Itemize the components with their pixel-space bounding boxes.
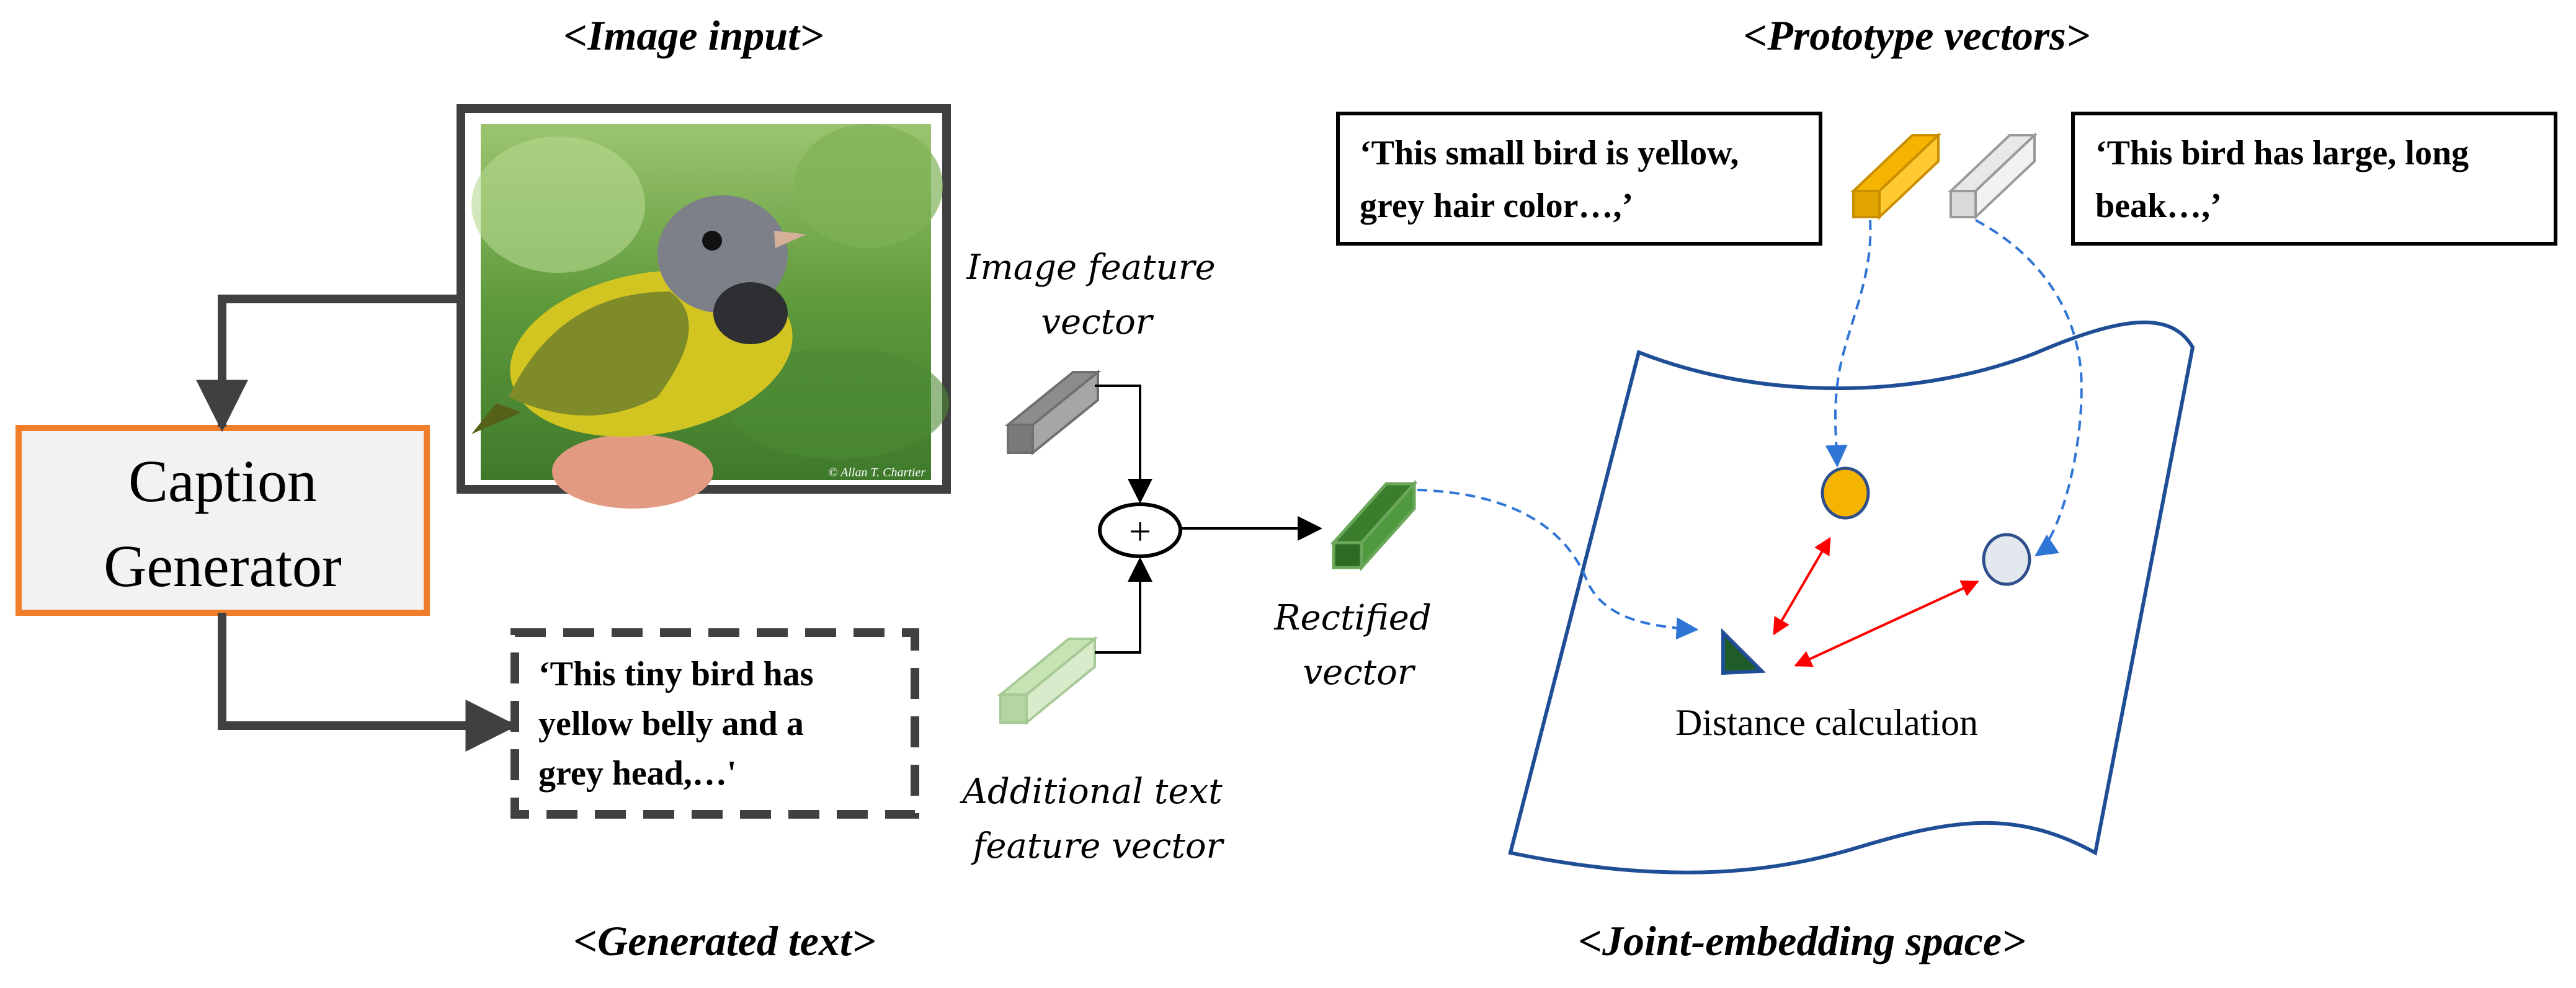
rectified-label: Rectified vector <box>1273 598 1442 693</box>
projection-arrow-grey <box>1975 219 2083 557</box>
prototype-vector-yellow-cube <box>1850 132 1942 220</box>
caption-generator-box: Caption Generator <box>16 425 430 616</box>
prototype-vector-grey-cube <box>1947 132 2038 220</box>
caption-generator-line2: Generator <box>104 533 342 599</box>
projection-arrow-yellow <box>1825 220 1872 468</box>
additional-text-label: Additional text feature vector <box>960 772 1234 866</box>
embedded-rectified-point <box>1721 628 1766 675</box>
distance-calculation-label: Distance calculation <box>1675 702 1978 743</box>
section-title-generated-text: <Generated text> <box>573 917 875 964</box>
prototype-text-left-box: ‘This small bird is yellow, grey hair co… <box>1336 112 1822 246</box>
arrow-image-feature-to-sum <box>1095 385 1152 504</box>
photo-credit: © Allan T. Chartier <box>828 466 925 479</box>
distance-arrow-grey <box>1794 580 1979 667</box>
arrow-generator-to-text <box>218 613 518 752</box>
prototype-text-right: ‘This bird has large, long beak…,’ <box>2095 134 2477 225</box>
plus-sign: + <box>1129 509 1151 553</box>
section-title-image-input: <Image input> <box>563 12 823 59</box>
bird-photo: © Allan T. Chartier <box>457 104 951 509</box>
section-title-prototype-vectors: <Prototype vectors> <box>1743 12 2090 59</box>
embedded-prototype-grey <box>1982 533 2031 586</box>
prototype-text-left: ‘This small bird is yellow, grey hair co… <box>1360 134 1747 225</box>
arrow-text-feature-to-sum <box>1095 557 1152 654</box>
arrow-image-to-generator <box>196 295 461 432</box>
joint-embedding-surface <box>1508 320 2195 875</box>
embedded-prototype-yellow <box>1821 466 1870 520</box>
projection-arrow-rectified <box>1417 489 1699 640</box>
image-feature-label: Image feature vector <box>966 247 1227 342</box>
generated-text-box: ‘This tiny bird has yellow belly and a g… <box>510 628 919 819</box>
caption-generator-line1: Caption <box>128 448 317 514</box>
generated-text: ‘This tiny bird has yellow belly and a g… <box>538 655 822 793</box>
prototype-text-right-box: ‘This bird has large, long beak…,’ <box>2071 112 2557 246</box>
text-feature-vector-cube <box>997 636 1099 726</box>
section-title-joint-embedding: <Joint-embedding space> <box>1578 917 2026 964</box>
sum-node: + <box>1098 502 1182 558</box>
image-feature-vector-cube <box>1004 369 1102 456</box>
rectified-vector-cube <box>1330 479 1418 572</box>
